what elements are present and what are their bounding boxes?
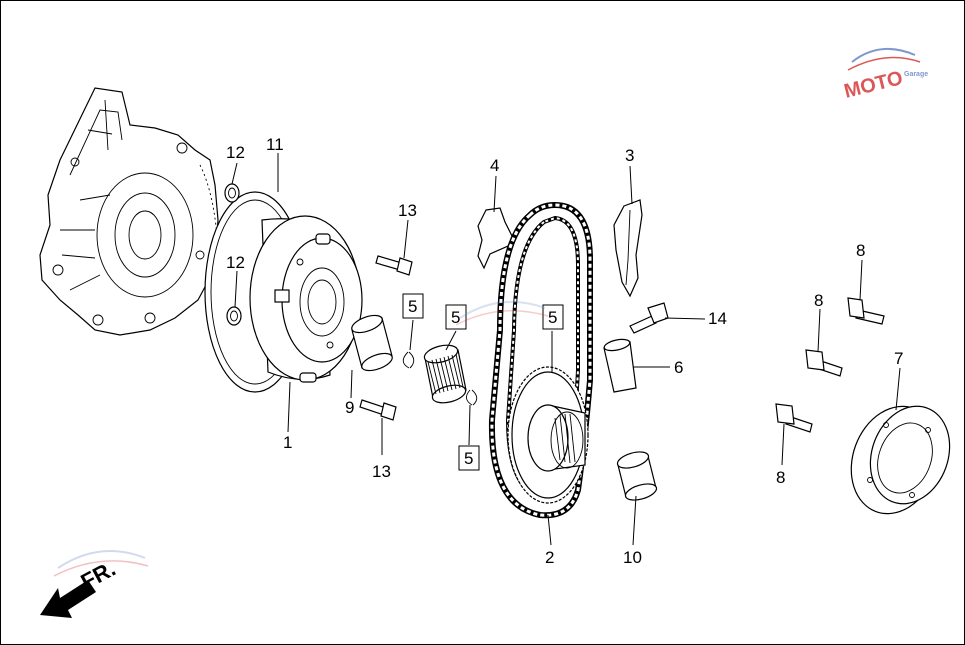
watermark-faint-center xyxy=(455,300,549,326)
callout-13-upper: 13 xyxy=(398,201,417,220)
part-8-bolt-top xyxy=(847,297,885,325)
callout-13-lower: 13 xyxy=(372,462,391,481)
callout-box-5-lower xyxy=(458,445,480,471)
callout-box-5-bearing xyxy=(445,304,467,330)
part-13-bolt-lower xyxy=(359,399,397,421)
part-10-collar xyxy=(616,451,658,501)
part-5-snap-ring-right xyxy=(466,389,478,406)
part-14-bolt xyxy=(629,302,669,334)
part-4-chain-guide xyxy=(477,207,513,270)
engine-crankcase xyxy=(39,87,219,336)
callout-7: 7 xyxy=(894,349,903,368)
callout-5-left: 5 xyxy=(408,297,417,316)
callout-2: 2 xyxy=(545,548,554,567)
callout-8-top: 8 xyxy=(856,241,865,260)
callout-12-lower: 12 xyxy=(226,253,245,272)
callout-5-lower: 5 xyxy=(464,449,473,468)
part-9-bushing xyxy=(351,314,393,372)
callout-14: 14 xyxy=(708,309,727,328)
callout-11: 11 xyxy=(266,135,284,154)
callout-box-5-left xyxy=(402,293,424,319)
part-6-damper xyxy=(603,338,637,393)
part-8-bolt-middle xyxy=(805,349,843,377)
callout-1: 1 xyxy=(283,433,292,452)
part-12-oring-lower xyxy=(226,306,242,326)
callout-12-upper: 12 xyxy=(226,143,245,162)
callout-8-middle: 8 xyxy=(814,291,823,310)
watermark-logo-text: MOTO xyxy=(842,67,905,103)
callout-6: 6 xyxy=(674,358,683,377)
callout-box-5-sprocket xyxy=(542,304,564,330)
part-7-one-way-clutch xyxy=(850,405,951,515)
part-13-bolt-upper xyxy=(375,255,413,276)
watermark-faint-bottom-left xyxy=(53,549,149,577)
part-5-sprocket-gear xyxy=(507,366,589,504)
part-8-bolt-bottom xyxy=(775,403,813,433)
callout-4: 4 xyxy=(490,156,499,175)
part-3-tensioner-slider xyxy=(613,199,643,298)
part-1-clutch-housing xyxy=(249,215,363,383)
part-5-snap-ring-left xyxy=(402,351,415,369)
callout-5-bearing: 5 xyxy=(451,308,460,327)
callout-3: 3 xyxy=(625,146,634,165)
callout-10: 10 xyxy=(623,548,642,567)
callout-8-bottom: 8 xyxy=(776,468,785,487)
callout-5-sprocket: 5 xyxy=(548,308,557,327)
watermark-logo-subtext: Garage xyxy=(904,71,928,78)
part-5-needle-bearing xyxy=(423,344,467,404)
part-12-oring-upper xyxy=(224,183,240,203)
callout-9: 9 xyxy=(345,398,354,417)
leader-lines xyxy=(231,153,901,546)
watermark-logo-top-right: MOTO Garage xyxy=(842,47,928,103)
